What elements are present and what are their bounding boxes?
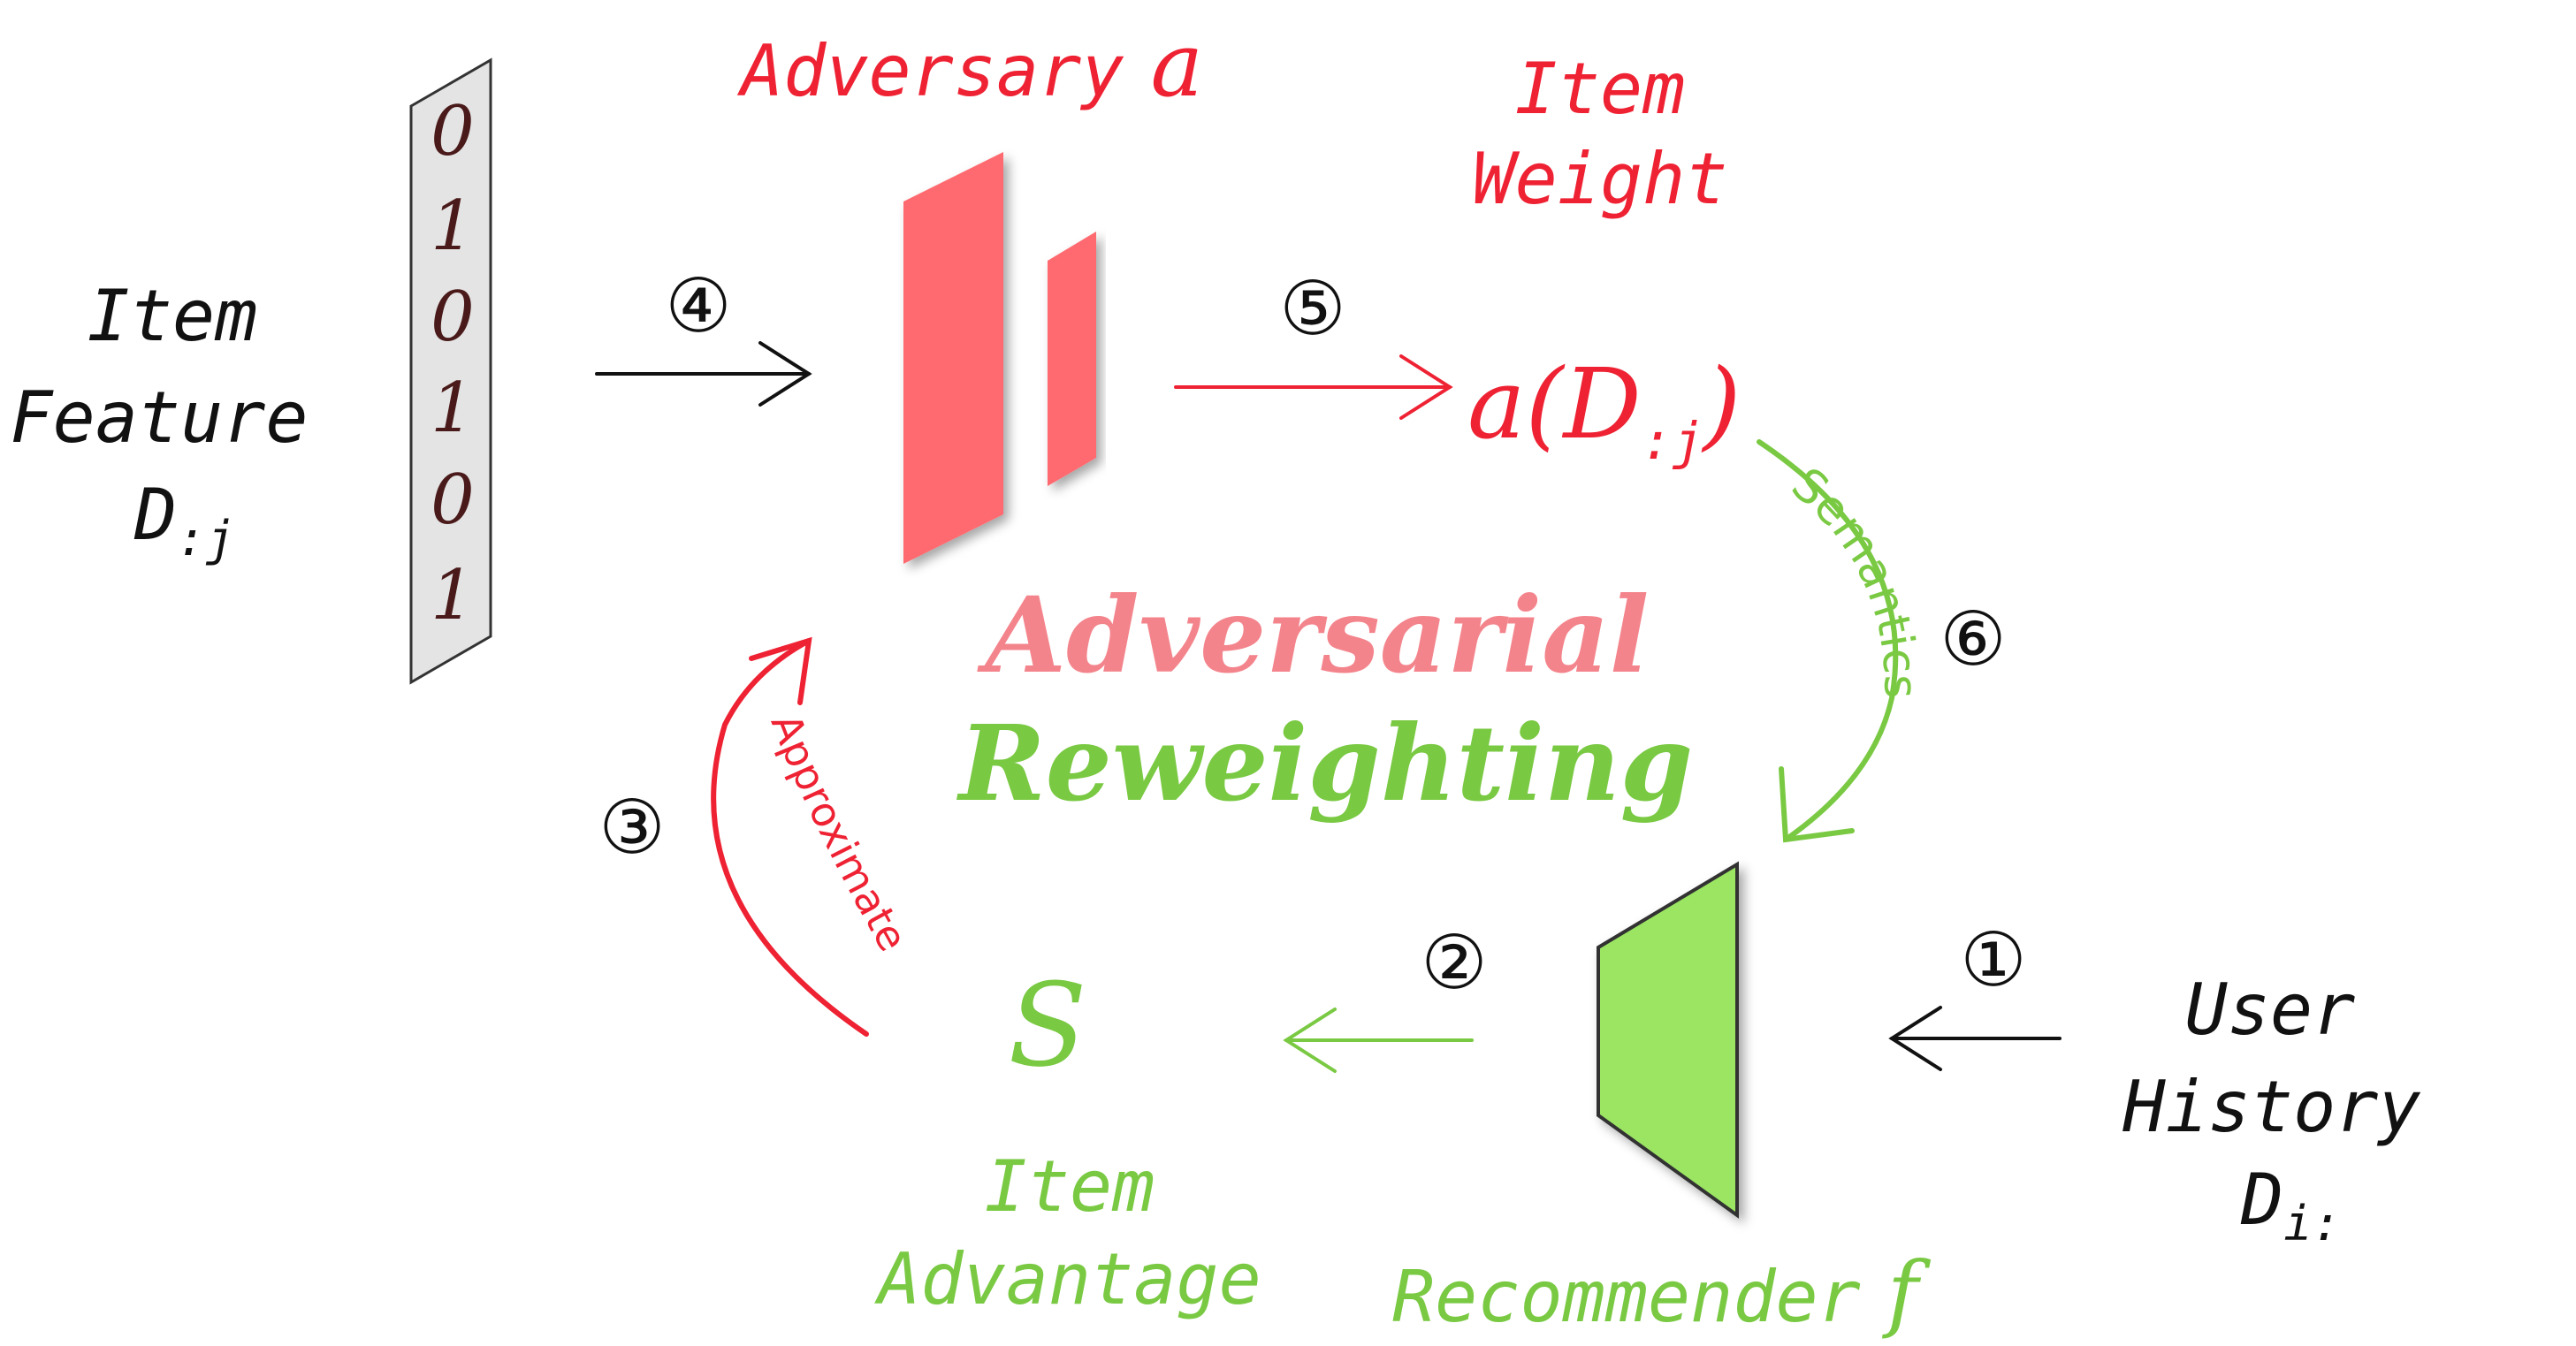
feature-bit: 1: [431, 186, 475, 266]
item-weight-formula: a(D:j): [1467, 347, 1741, 471]
step-5-marker: ⑤: [1279, 265, 1345, 352]
step-1-marker: ①: [1960, 916, 2026, 1003]
adversary-small-block: [1048, 232, 1096, 486]
arrow-history-to-recommender: [1888, 1006, 2062, 1071]
feature-bit: 1: [431, 369, 475, 448]
item-weight-func: a(D: [1467, 347, 1642, 460]
user-history-label-line1: User: [2185, 969, 2356, 1051]
title-adversarial: Adversarial: [976, 574, 1649, 696]
user-history-label-line2: History: [2122, 1066, 2420, 1148]
title-reweighting: Reweighting: [956, 702, 1694, 825]
recommender-label: Recommender f: [1392, 1244, 1932, 1342]
step-2-marker: ②: [1421, 919, 1487, 1006]
arrow-recommender-to-advantage: [1283, 1008, 1474, 1073]
item-advantage-label-line2: Advantage: [873, 1238, 1261, 1320]
step-4-marker: ④: [665, 262, 731, 349]
item-feature-symbol-main: D: [133, 474, 177, 556]
item-feature-label-line1: Item: [88, 275, 258, 357]
item-advantage-symbol: S: [1008, 958, 1086, 1092]
feature-bit: 0: [431, 92, 475, 171]
approximate-label: Approximate: [762, 707, 918, 959]
adversary-label-text: Adversary: [736, 30, 1124, 112]
arrow-feature-to-adversary: [595, 341, 812, 407]
item-advantage-label-line1: Item: [985, 1145, 1155, 1228]
arrow-semantics: [1757, 439, 1899, 843]
recommender-block: [1597, 861, 1739, 1219]
step-3-marker: ③: [598, 784, 665, 871]
user-history-symbol-subscript: i:: [2283, 1196, 2341, 1251]
approximate-label-path: Approximate: [762, 707, 918, 959]
step-6-marker: ⑥: [1940, 596, 2006, 682]
adversary-label: Adversary a: [736, 13, 1203, 117]
semantics-label: Semantics: [1781, 458, 1926, 699]
recommender-label-text: Recommender: [1392, 1256, 1861, 1338]
item-feature-symbol: D:j: [133, 474, 234, 567]
feature-vector-box: [409, 57, 492, 685]
adversary-large-block: [903, 152, 1003, 564]
feature-bit: 0: [431, 460, 475, 540]
item-weight-label-line2: Weight: [1473, 138, 1728, 220]
recommender-symbol: f: [1882, 1244, 1932, 1342]
feature-bit: 1: [431, 556, 475, 635]
item-weight-subscript: :j: [1642, 411, 1703, 471]
user-history-symbol: Di:: [2240, 1159, 2341, 1251]
feature-bit: 0: [431, 278, 475, 357]
item-weight-label-line1: Item: [1515, 48, 1686, 130]
item-feature-label-line2: Feature: [10, 376, 308, 459]
semantics-label-path: Semantics: [1781, 458, 1926, 699]
user-history-symbol-main: D: [2240, 1159, 2283, 1241]
feature-vector-digits: 0 1 0 1 0 1: [431, 92, 475, 635]
adversary-symbol: a: [1150, 13, 1203, 117]
arrow-approximate: [711, 636, 869, 1037]
item-feature-symbol-subscript: :j: [177, 511, 234, 567]
arrow-adversary-to-weight: [1174, 354, 1453, 420]
item-weight-close: ): [1702, 347, 1741, 460]
